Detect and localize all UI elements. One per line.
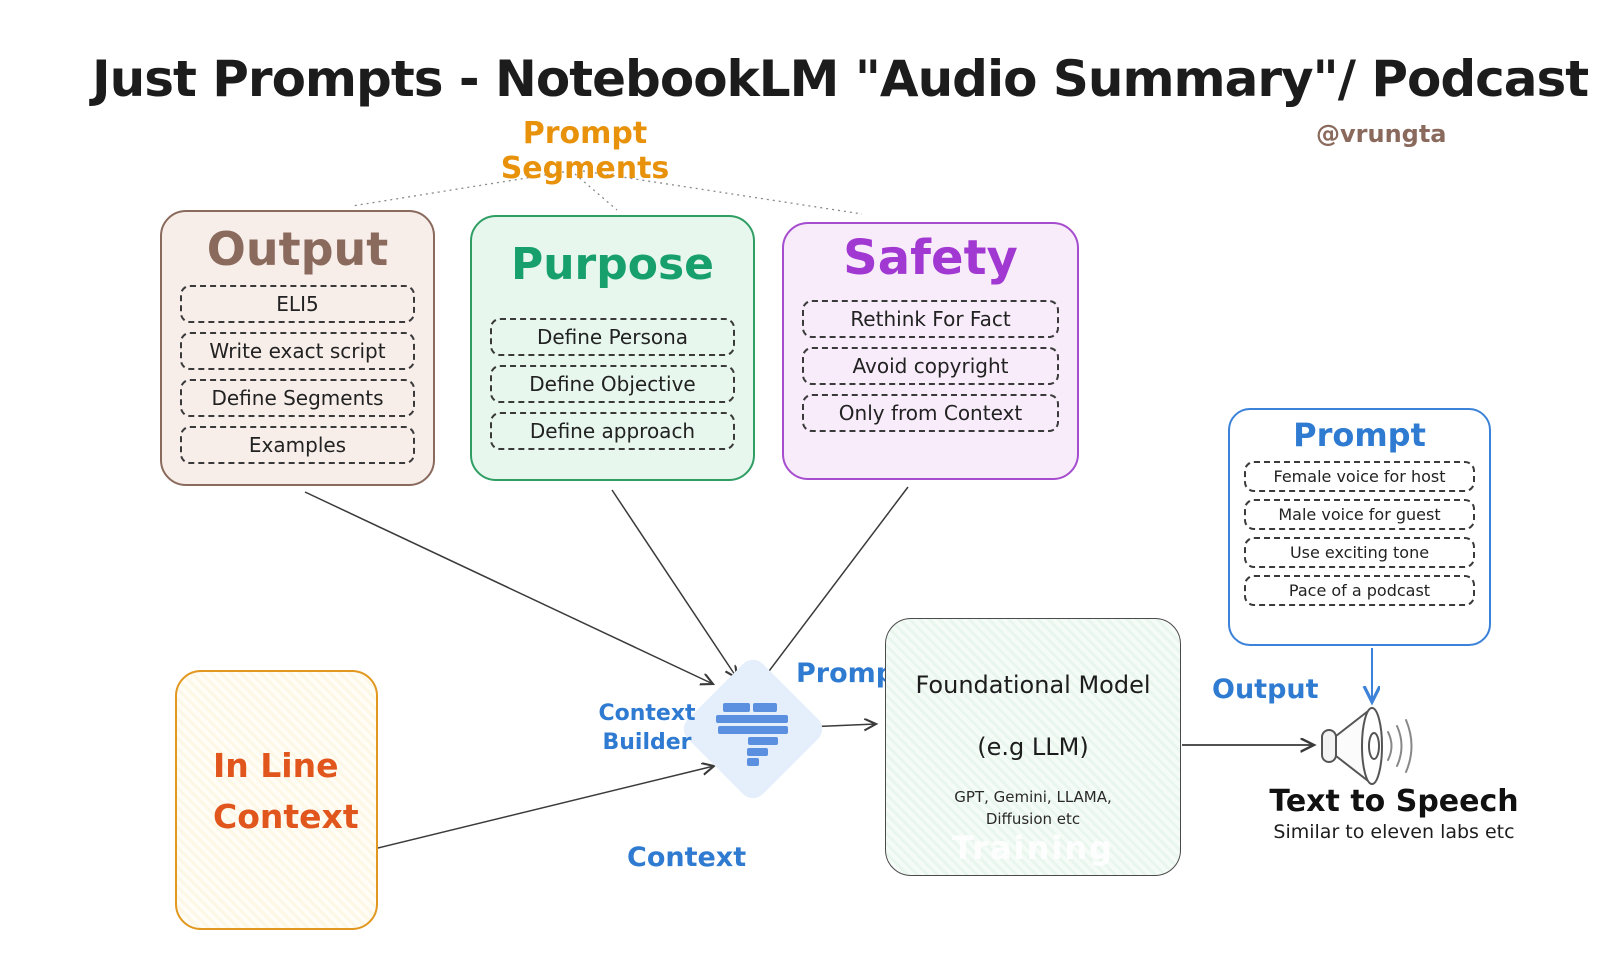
prompt-item: Pace of a podcast: [1244, 575, 1475, 606]
safety-segment-title: Safety: [843, 230, 1018, 286]
segment-item: Examples: [180, 426, 415, 464]
inline-context-box: In Line Context: [175, 670, 378, 930]
flow-label-context: Context: [627, 842, 747, 873]
inline-context-label: In Line Context: [213, 746, 359, 837]
prompt-box-items: Female voice for host Male voice for gue…: [1230, 461, 1489, 606]
segment-item: ELI5: [180, 285, 415, 323]
model-watermark: Training: [951, 829, 1115, 867]
prompt-item: Use exciting tone: [1244, 537, 1475, 568]
segment-item: Define Segments: [180, 379, 415, 417]
funnel-bar-icon: [747, 748, 768, 756]
prompt-box-title: Prompt: [1293, 416, 1426, 454]
model-examples: GPT, Gemini, LLAMA, Diffusion etc: [886, 787, 1180, 831]
funnel-bar-icon: [716, 715, 788, 723]
purpose-segment-box: Purpose Define Persona Define Objective …: [470, 215, 755, 481]
output-segment-box: Output ELI5 Write exact script Define Se…: [160, 210, 435, 486]
model-title: Foundational Model: [915, 671, 1151, 699]
funnel-bar-icon: [747, 758, 759, 766]
segment-item: Define Persona: [490, 318, 735, 356]
purpose-segment-items: Define Persona Define Objective Define a…: [472, 318, 753, 450]
flow-label-output: Output: [1212, 674, 1319, 705]
tts-title: Text to Speech: [1269, 784, 1519, 819]
funnel-bar-icon: [748, 737, 778, 745]
funnel-bar-icon: [753, 703, 777, 712]
purpose-segment-title: Purpose: [510, 239, 715, 290]
prompt-segments-label: Prompt Segments: [500, 116, 670, 186]
model-examples-line2: Diffusion etc: [985, 809, 1081, 828]
prompt-item: Female voice for host: [1244, 461, 1475, 492]
author-handle: @vrungta: [1316, 120, 1447, 148]
funnel-bar-icon: [718, 726, 788, 734]
segment-item: Rethink For Fact: [802, 300, 1059, 338]
segment-item: Define approach: [490, 412, 735, 450]
segment-item: Only from Context: [802, 394, 1059, 432]
safety-segment-items: Rethink For Fact Avoid copyright Only fr…: [784, 300, 1077, 432]
funnel-bar-icon: [723, 703, 750, 712]
safety-segment-box: Safety Rethink For Fact Avoid copyright …: [782, 222, 1079, 480]
output-segment-title: Output: [206, 222, 389, 276]
model-examples-line1: GPT, Gemini, LLAMA,: [954, 788, 1112, 806]
segment-item: Write exact script: [180, 332, 415, 370]
prompt-instructions-box: Prompt Female voice for host Male voice …: [1228, 408, 1491, 646]
output-segment-items: ELI5 Write exact script Define Segments …: [162, 285, 433, 464]
segment-item: Avoid copyright: [802, 347, 1059, 385]
segment-item: Define Objective: [490, 365, 735, 403]
model-subtitle: (e.g LLM): [977, 733, 1089, 761]
tts-subtitle: Similar to eleven labs etc: [1273, 821, 1515, 843]
context-builder-label: Context Builder: [598, 701, 696, 755]
page-title: Just Prompts - NotebookLM "Audio Summary…: [92, 50, 1589, 108]
speaker-icon: [1321, 707, 1413, 785]
foundational-model-box: Foundational Model (e.g LLM) GPT, Gemini…: [885, 618, 1181, 876]
prompt-item: Male voice for guest: [1244, 499, 1475, 530]
